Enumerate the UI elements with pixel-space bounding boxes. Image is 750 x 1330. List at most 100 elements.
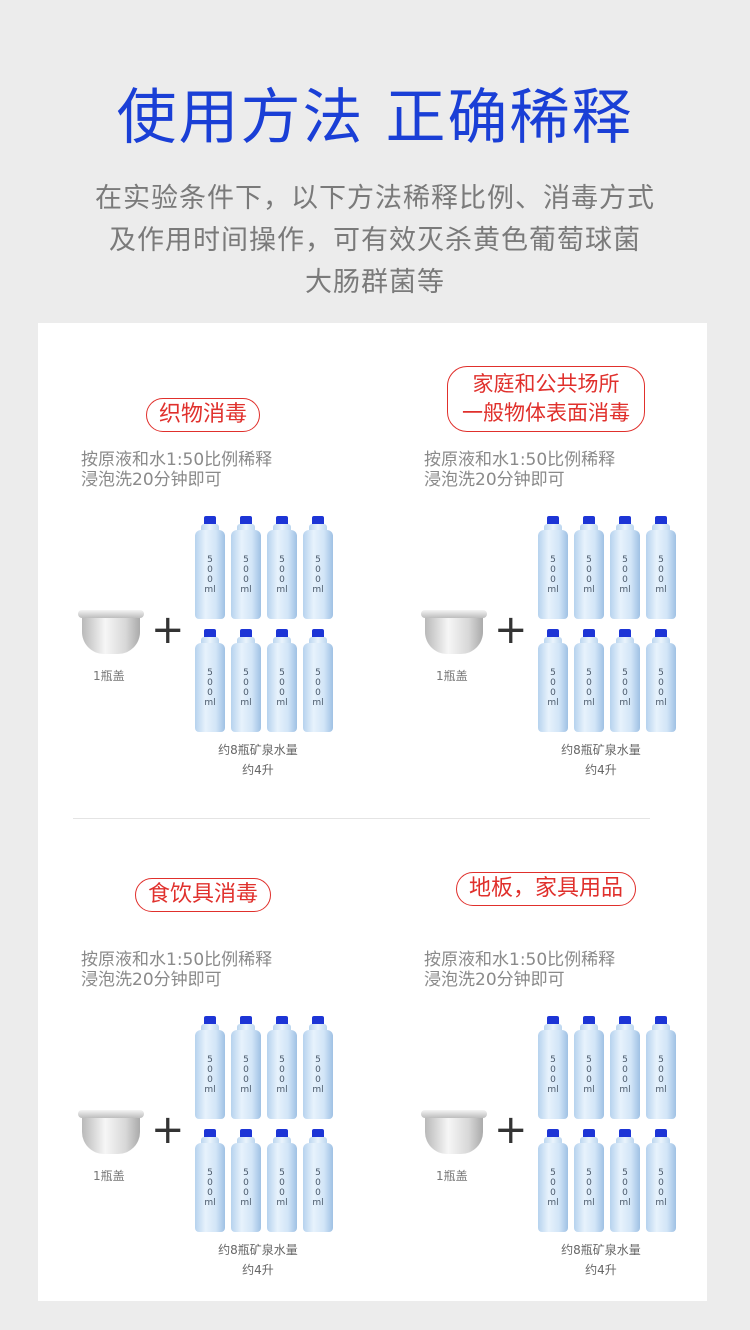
water-amount-line: 约4升 bbox=[242, 763, 274, 777]
bottle-text: 5 bbox=[550, 667, 556, 678]
bottle-text: 0 bbox=[207, 1177, 213, 1188]
bottle-text: 0 bbox=[243, 1177, 249, 1188]
bottle-text: ml bbox=[655, 584, 667, 595]
bottle-text: 0 bbox=[622, 574, 628, 585]
bottle-text: 0 bbox=[658, 1177, 664, 1188]
bottle-text: 5 bbox=[207, 1167, 213, 1178]
bottle-text: 5 bbox=[586, 554, 592, 565]
bottle-text: 0 bbox=[550, 677, 556, 688]
bottle-text: 0 bbox=[315, 677, 321, 688]
section-label-line: 织物消毒 bbox=[158, 402, 247, 427]
bottle-text: 0 bbox=[658, 564, 664, 575]
bottle-text: ml bbox=[312, 584, 324, 595]
section-label: 食饮具消毒 bbox=[134, 878, 271, 912]
water-amount-line: 约4升 bbox=[242, 1263, 274, 1277]
instruction-line: 浸泡洗20分钟即可 bbox=[81, 970, 222, 990]
water-amount: 约8瓶矿泉水量约4升 bbox=[536, 740, 666, 780]
section-label-wrap: 家庭和公共场所一般物体表面消毒 bbox=[381, 366, 711, 432]
bottle-text: 5 bbox=[279, 667, 285, 678]
bottle-text: ml bbox=[655, 1084, 667, 1095]
bottle-text: ml bbox=[276, 584, 288, 595]
bottle-text: ml bbox=[204, 1084, 216, 1095]
description: 在实验条件下，以下方法稀释比例、消毒方式 及作用时间操作，可有效灭杀黄色葡萄球菌… bbox=[0, 178, 750, 304]
bottle-text: 0 bbox=[586, 687, 592, 698]
bottle-text: ml bbox=[619, 697, 631, 708]
bottle-text: 5 bbox=[207, 1054, 213, 1065]
section-label-wrap: 地板，家具用品 bbox=[381, 872, 711, 906]
bottle-text: 0 bbox=[586, 574, 592, 585]
bottle-text: 5 bbox=[279, 554, 285, 565]
bottle-cap-icon bbox=[78, 610, 144, 656]
section-label-line: 一般物体表面消毒 bbox=[462, 401, 630, 425]
bottle-text: 0 bbox=[243, 574, 249, 585]
bottle-text: ml bbox=[583, 1084, 595, 1095]
bottle-text: 0 bbox=[279, 574, 285, 585]
bottle-text: 5 bbox=[243, 554, 249, 565]
bottle-text: 0 bbox=[550, 687, 556, 698]
bottle-text: 0 bbox=[658, 574, 664, 585]
bottle-text: 0 bbox=[315, 574, 321, 585]
bottle-text: 0 bbox=[315, 687, 321, 698]
bottle-text: 0 bbox=[586, 677, 592, 688]
bottle-text: ml bbox=[312, 1197, 324, 1208]
cap-label: 1瓶盖 bbox=[436, 669, 468, 683]
dilution-instructions: 按原液和水1:50比例稀释浸泡洗20分钟即可 bbox=[424, 950, 615, 990]
bottle-text: 0 bbox=[207, 677, 213, 688]
plus-icon: + bbox=[494, 1107, 528, 1153]
bottle-text: 0 bbox=[207, 1187, 213, 1198]
plus-icon: + bbox=[494, 607, 528, 653]
section-label-wrap: 食饮具消毒 bbox=[38, 878, 368, 912]
bottle-text: ml bbox=[240, 1197, 252, 1208]
bottle-text: 0 bbox=[586, 1187, 592, 1198]
bottle-text: ml bbox=[240, 584, 252, 595]
bottle-text: ml bbox=[619, 1084, 631, 1095]
bottle-text: 0 bbox=[315, 1177, 321, 1188]
bottle-text: 0 bbox=[622, 1187, 628, 1198]
bottle-text: 0 bbox=[586, 1064, 592, 1075]
bottle-text: ml bbox=[547, 584, 559, 595]
dilution-instructions: 按原液和水1:50比例稀释浸泡洗20分钟即可 bbox=[81, 950, 272, 990]
bottle-text: 5 bbox=[315, 554, 321, 565]
instruction-line: 按原液和水1:50比例稀释 bbox=[424, 950, 616, 970]
bottle-text: ml bbox=[655, 1197, 667, 1208]
bottle-text: 5 bbox=[586, 667, 592, 678]
bottle-text: 0 bbox=[315, 1074, 321, 1085]
bottle-text: ml bbox=[547, 1197, 559, 1208]
instruction-line: 浸泡洗20分钟即可 bbox=[424, 970, 565, 990]
bottle-text: 0 bbox=[658, 687, 664, 698]
bottle-text: ml bbox=[276, 1197, 288, 1208]
bottle-text: ml bbox=[312, 697, 324, 708]
bottle-text: 0 bbox=[658, 1074, 664, 1085]
bottle-text: 0 bbox=[207, 1074, 213, 1085]
bottle-text: 5 bbox=[207, 554, 213, 565]
bottle-text: 0 bbox=[586, 564, 592, 575]
instruction-line: 浸泡洗20分钟即可 bbox=[424, 470, 565, 490]
bottle-text: 5 bbox=[550, 554, 556, 565]
bottle-text: 5 bbox=[622, 1167, 628, 1178]
description-line: 及作用时间操作，可有效灭杀黄色葡萄球菌 bbox=[109, 225, 641, 256]
bottle-text: 0 bbox=[586, 1074, 592, 1085]
bottle-text: 5 bbox=[243, 1054, 249, 1065]
bottle-text: 0 bbox=[279, 1187, 285, 1198]
